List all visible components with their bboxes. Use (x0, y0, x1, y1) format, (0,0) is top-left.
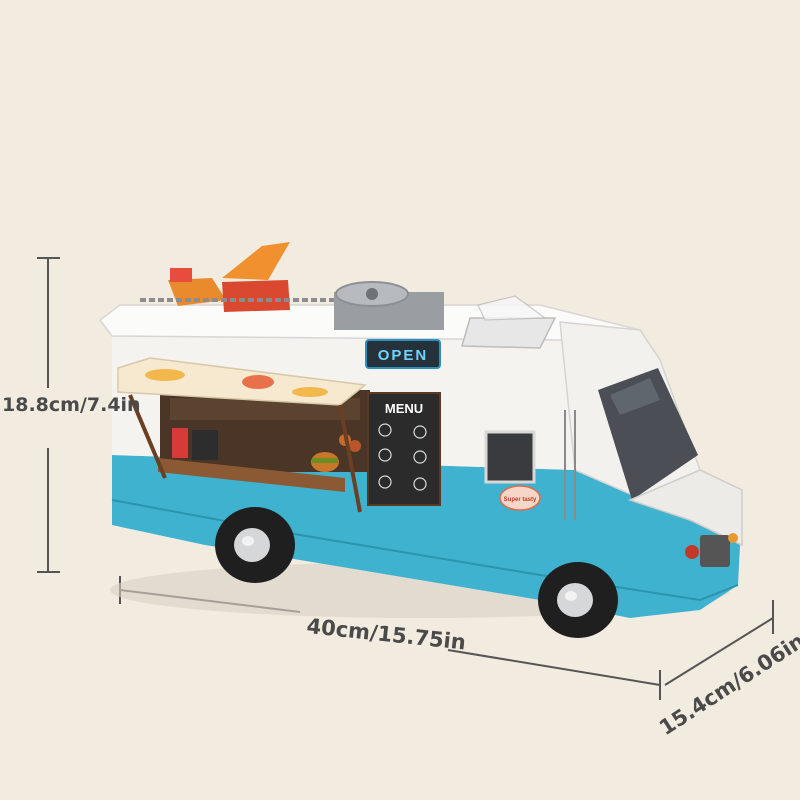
open-sign: OPEN (365, 339, 441, 369)
open-sign-text: OPEN (378, 347, 429, 364)
cab-side-window (484, 430, 536, 484)
food-truck: MENU OPEN Super tasty (98, 242, 743, 638)
rear-wheel (215, 507, 295, 583)
roof-vent (334, 281, 444, 330)
height-dimension-label: 18.8cm/7.4in (2, 394, 141, 416)
roof-skylight (461, 295, 557, 349)
brand-badge-text: Super tasty (504, 497, 537, 503)
height-dimension (37, 257, 60, 573)
front-wheel (538, 562, 618, 638)
menu-board: MENU (367, 392, 441, 506)
roof-crates (168, 242, 290, 312)
brand-badge: Super tasty (499, 485, 541, 511)
counter (158, 458, 345, 492)
depth-dimension (664, 600, 774, 686)
menu-title: MENU (385, 401, 423, 416)
